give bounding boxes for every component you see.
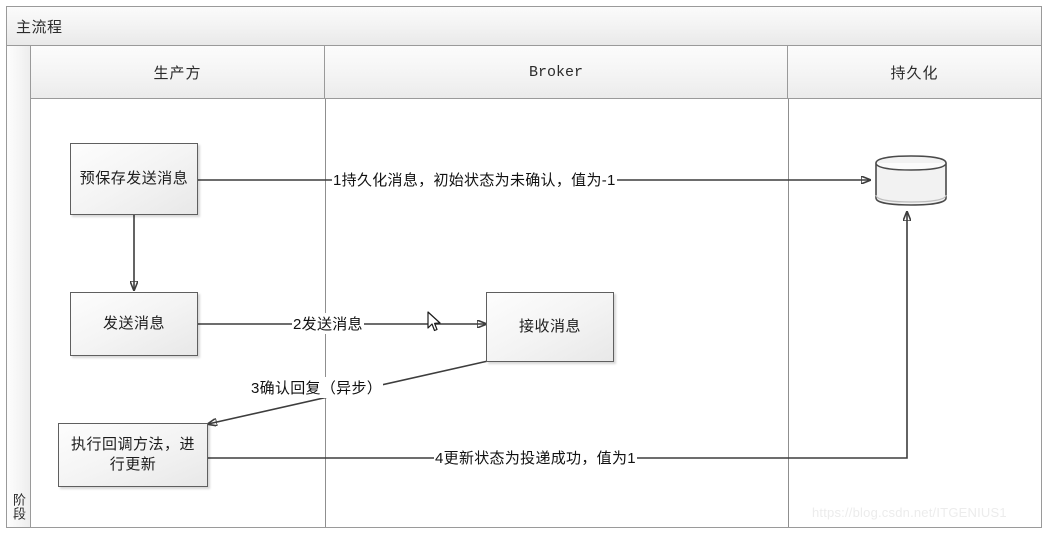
edge-label-5: 4更新状态为投递成功，值为1 — [434, 447, 637, 468]
edge-label-3: 2发送消息 — [292, 313, 364, 334]
node-database[interactable] — [874, 155, 948, 207]
mouse-cursor-icon — [427, 311, 441, 332]
lane-header-broker: Broker — [325, 46, 788, 99]
page-title: 主流程 — [16, 18, 63, 36]
lane-label-persistence: 持久化 — [890, 64, 939, 82]
lane-header-persistence: 持久化 — [788, 46, 1041, 99]
node-callback[interactable]: 执行回调方法，进行更新 — [58, 423, 208, 487]
node-label-callback: 执行回调方法，进行更新 — [70, 435, 195, 473]
node-pre-save[interactable]: 预保存发送消息 — [70, 143, 198, 215]
node-receive[interactable]: 接收消息 — [486, 292, 614, 362]
pool-title-bar: 主流程 — [7, 7, 1041, 46]
database-icon — [875, 155, 947, 206]
node-label-pre-save: 预保存发送消息 — [79, 169, 189, 187]
phase-strip: 阶段 — [7, 46, 31, 527]
edge-label-1: 1持久化消息，初始状态为未确认，值为-1 — [332, 169, 617, 190]
node-label-receive: 接收消息 — [518, 317, 581, 335]
lane-header-producer: 生产方 — [31, 46, 325, 99]
lane-label-producer: 生产方 — [153, 64, 202, 82]
node-label-send: 发送消息 — [102, 314, 165, 332]
node-send[interactable]: 发送消息 — [70, 292, 198, 356]
phase-label: 阶段 — [11, 493, 26, 521]
edge-label-4: 3确认回复（异步） — [250, 377, 384, 398]
lane-divider-2 — [788, 99, 789, 527]
watermark: https://blog.csdn.net/ITGENIUS1 — [812, 505, 1007, 520]
lane-label-broker: Broker — [528, 63, 583, 81]
